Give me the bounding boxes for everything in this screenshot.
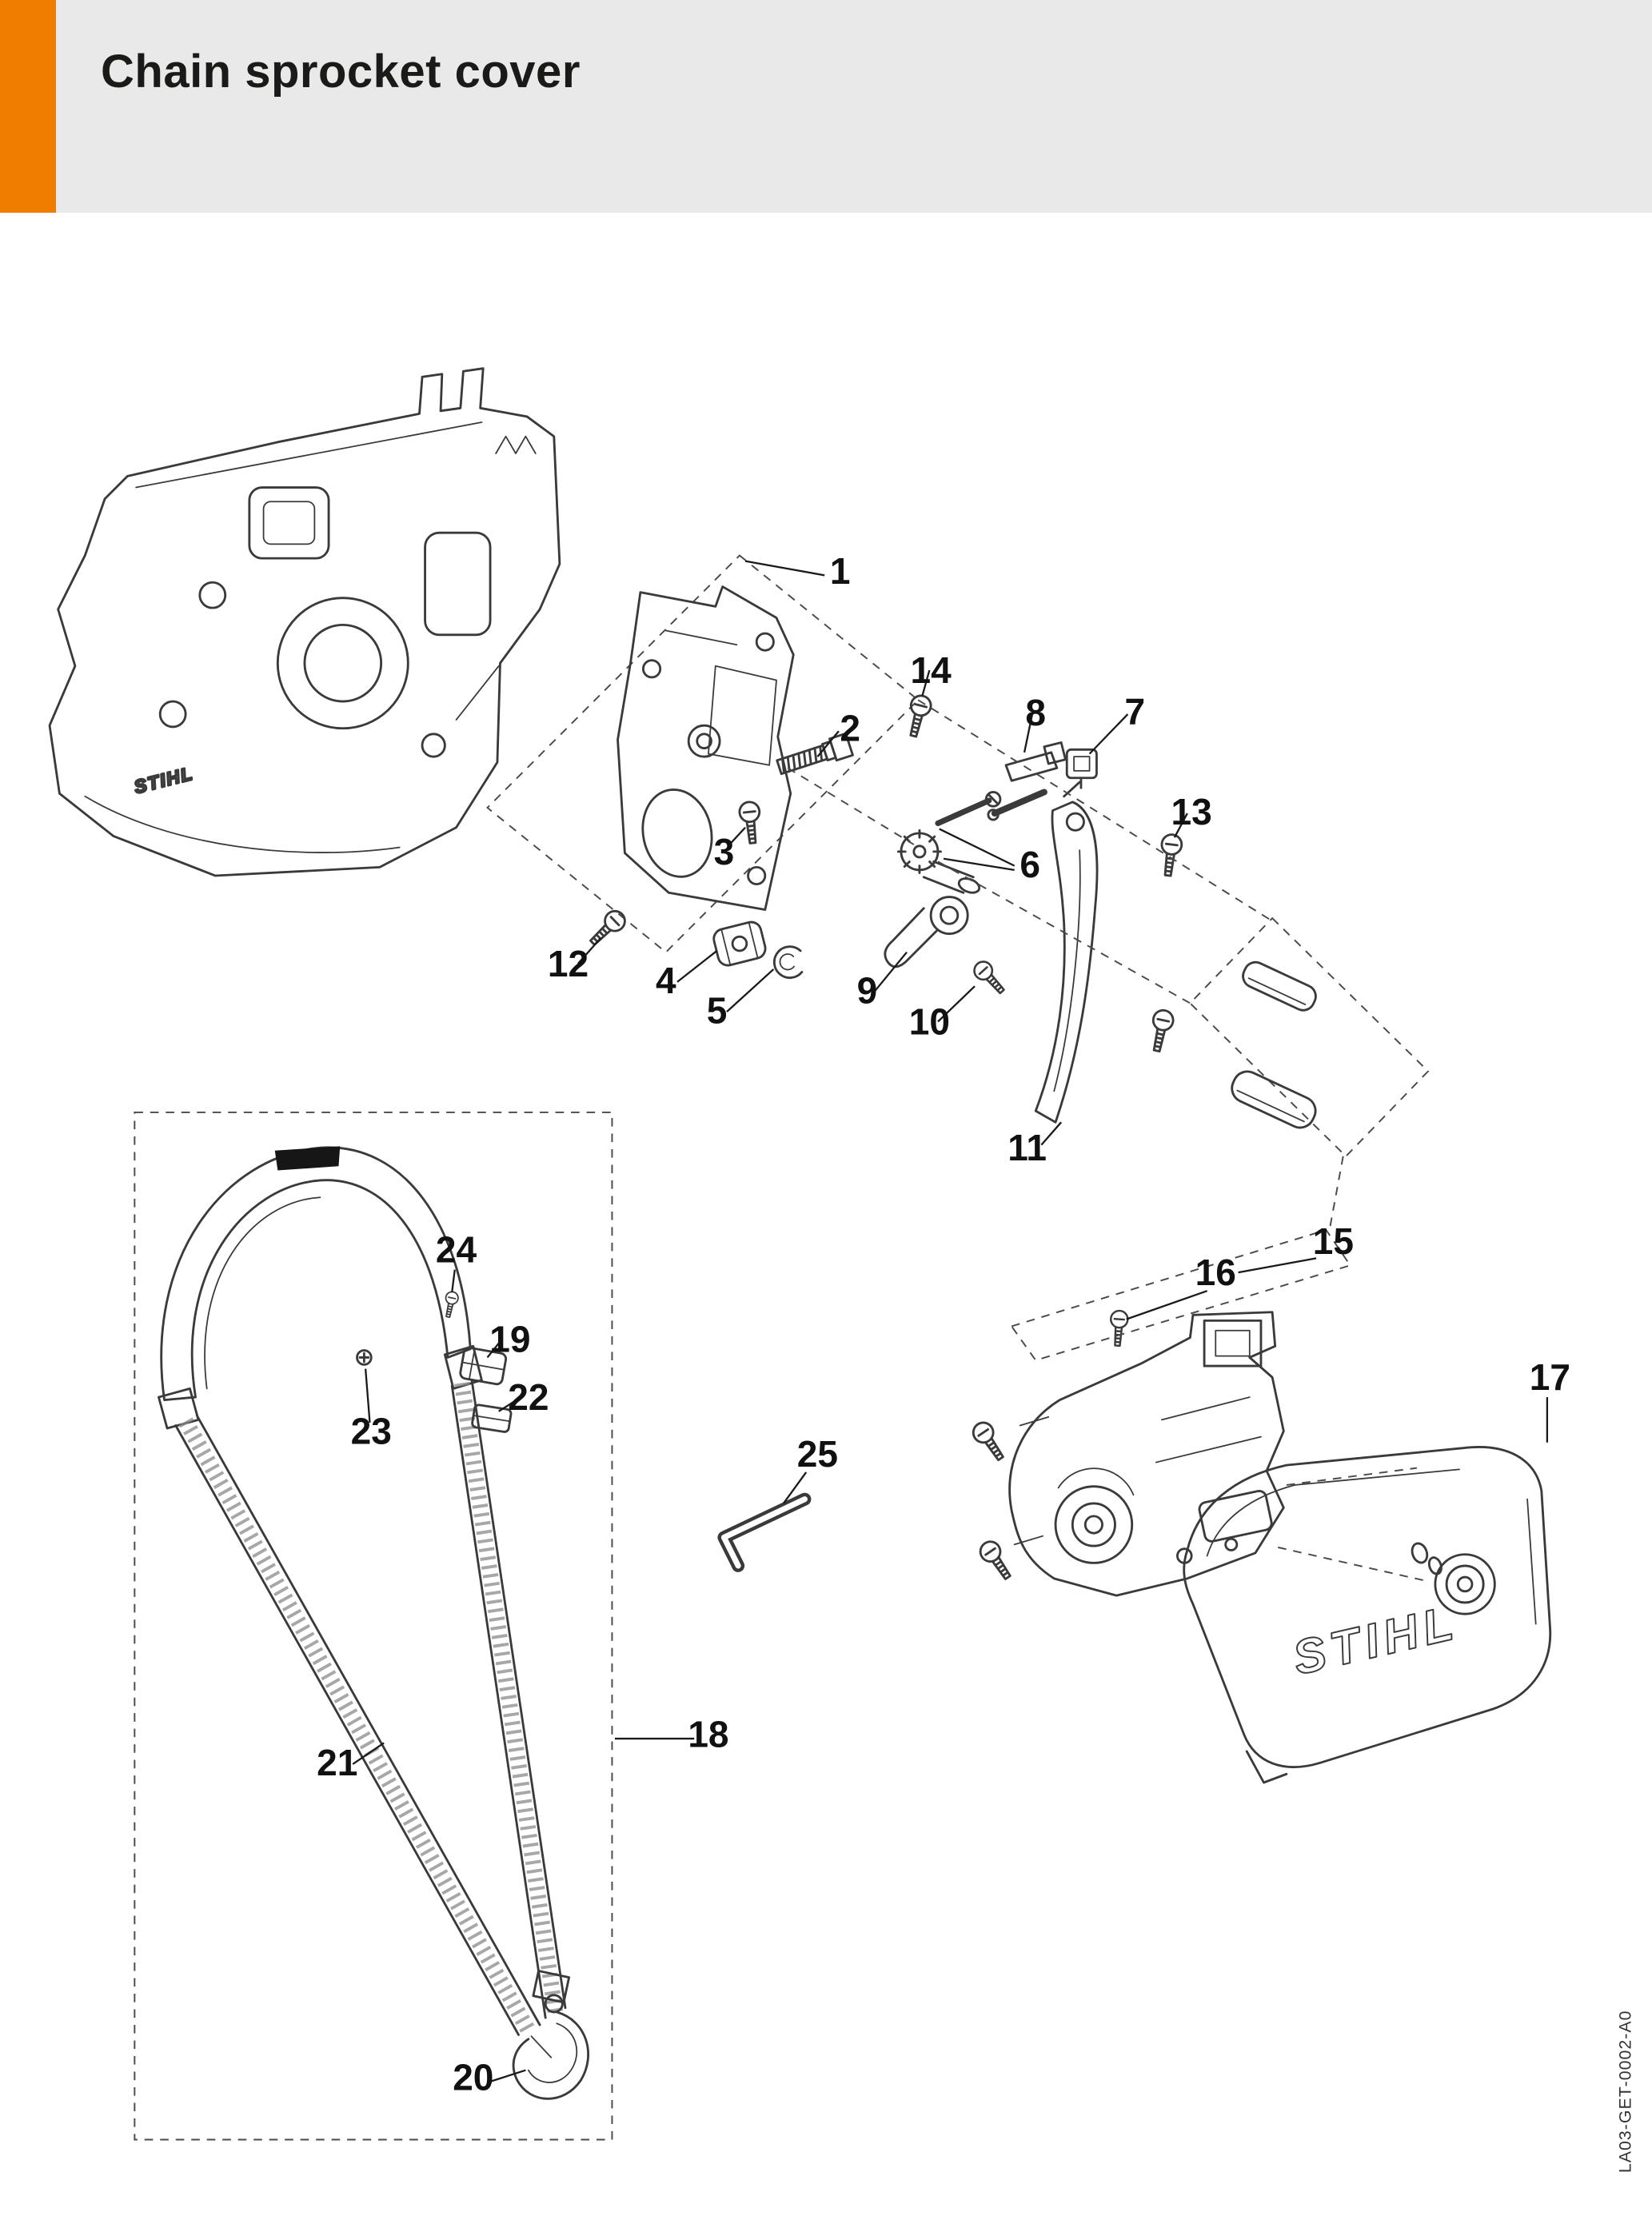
callout-18: 18	[688, 1714, 728, 1755]
callout-2: 2	[840, 708, 860, 749]
cover-stihl-logo: STIHL	[1288, 1595, 1463, 1685]
part-18-strap-assembly	[134, 1111, 613, 2141]
callout-16: 16	[1195, 1252, 1236, 1293]
part-7-clip	[1065, 748, 1098, 789]
part-25-hex-key	[717, 1492, 812, 1572]
powerhead-housing: STIHL	[48, 367, 561, 877]
callout-6: 6	[1020, 844, 1040, 885]
callout-11: 11	[1008, 1127, 1047, 1168]
part-20-hook	[512, 1970, 589, 2100]
housing-stihl-logo: STIHL	[132, 763, 195, 797]
document-code: LA03-GET-0002-A0	[1615, 2010, 1634, 2173]
callout-19: 19	[489, 1318, 530, 1360]
callout-10: 10	[909, 1000, 950, 1042]
part-16-screw	[1107, 1309, 1130, 1348]
callout-17: 17	[1530, 1356, 1570, 1398]
callout-7: 7	[1124, 690, 1145, 732]
part-4-clamp	[712, 920, 767, 967]
part-3-screw	[737, 800, 764, 845]
callout-3: 3	[714, 831, 735, 872]
callout-21: 21	[317, 1742, 357, 1783]
part-23-screw	[356, 1349, 373, 1366]
callout-20: 20	[453, 2056, 493, 2098]
part-9-tensioner-lever	[884, 896, 969, 968]
page-title: Chain sprocket cover	[101, 46, 581, 98]
part-10-screw	[969, 956, 1010, 999]
part-2-bolt	[776, 732, 854, 776]
part-11-brake-band	[1034, 781, 1099, 1124]
callout-13: 13	[1171, 791, 1212, 833]
callout-9: 9	[857, 969, 878, 1011]
callout-12: 12	[548, 943, 589, 984]
part-5-eclip	[772, 945, 804, 980]
cover-inserts	[1188, 916, 1430, 1158]
part-1-gasket-plate	[486, 554, 920, 954]
callout-14: 14	[911, 649, 952, 691]
callout-leader-lines	[352, 560, 1549, 2082]
callout-25: 25	[797, 1433, 838, 1475]
callout-numbers: 1 2 3 4 5 6 7 8 9 10 11 12 13 14 15 16 1…	[317, 550, 1570, 2098]
callout-5: 5	[707, 989, 728, 1031]
part-22-slider	[471, 1403, 513, 1433]
part-19-buckle	[459, 1346, 508, 1386]
tensioner-housing-screws	[968, 1417, 1018, 1584]
part-8-pin	[987, 741, 1067, 821]
part-17-sprocket-cover: STIHL	[1183, 1446, 1552, 1784]
part-12-screw	[584, 905, 630, 952]
accent-bar	[0, 0, 56, 213]
header-band	[0, 0, 1652, 213]
part-15-tensioner-housing	[1008, 1311, 1285, 1597]
callout-22: 22	[508, 1376, 549, 1418]
callout-1: 1	[830, 550, 851, 592]
callout-4: 4	[656, 960, 676, 1001]
part-13-screw	[1146, 832, 1184, 1054]
assembly-guide-lines	[787, 699, 1429, 1583]
part-24-screw	[441, 1290, 461, 1320]
callout-15: 15	[1313, 1220, 1354, 1262]
callout-24: 24	[436, 1229, 477, 1271]
callout-8: 8	[1025, 692, 1046, 733]
callout-23: 23	[351, 1411, 392, 1452]
part-15-region	[1010, 1228, 1352, 1362]
